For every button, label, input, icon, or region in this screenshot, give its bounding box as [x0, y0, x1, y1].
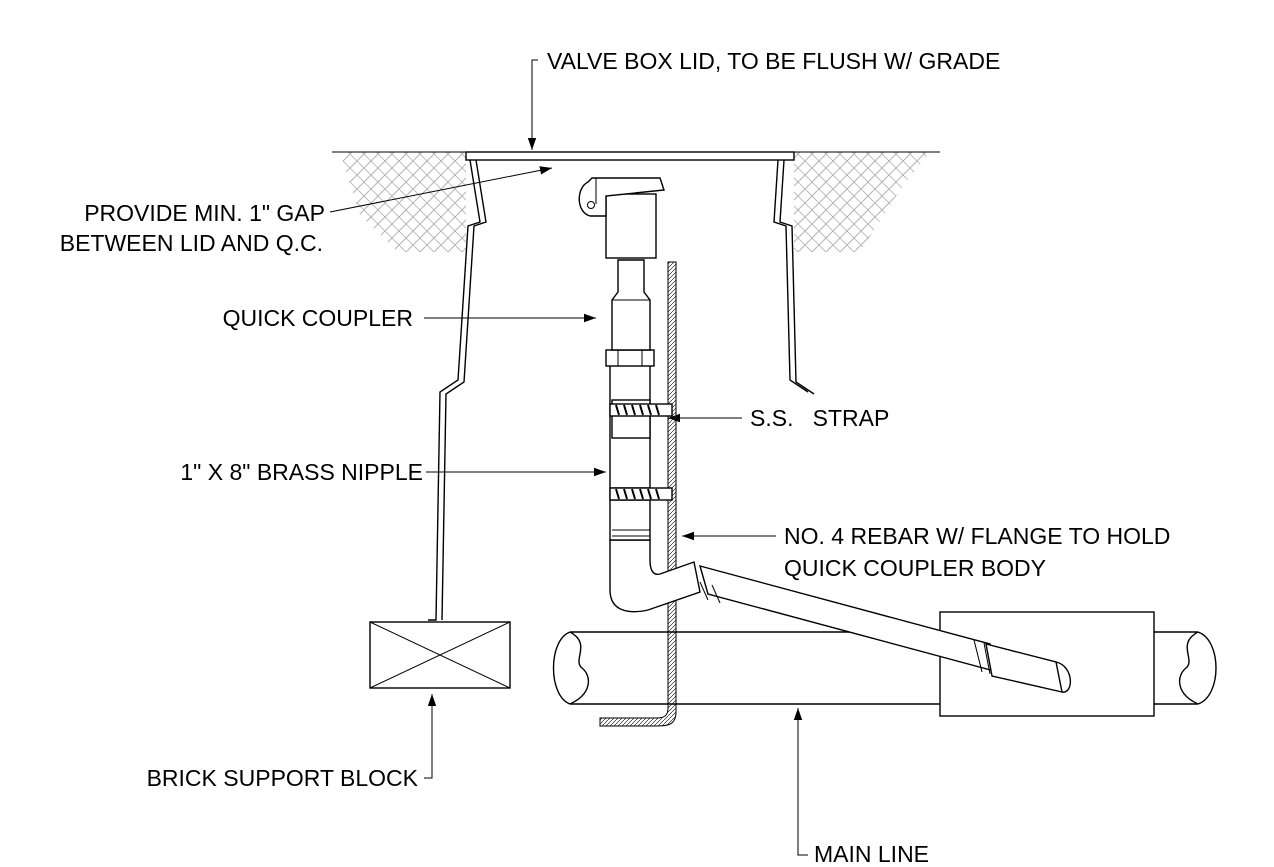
ss-strap-upper [609, 403, 673, 417]
quick-coupler [578, 177, 665, 367]
label-brass-nipple: 1" X 8" BRASS NIPPLE [180, 459, 423, 485]
label-gap-line1: PROVIDE MIN. 1" GAP [84, 200, 325, 226]
label-rebar-line2: QUICK COUPLER BODY [784, 555, 1046, 581]
brass-nipple [609, 363, 651, 541]
label-main-line: MAIN LINE [814, 841, 929, 867]
ss-strap-lower [609, 487, 673, 501]
label-gap-line2: BETWEEN LID AND Q.C. [60, 230, 323, 256]
rebar [599, 261, 677, 727]
label-rebar-line1: NO. 4 REBAR W/ FLANGE TO HOLD [784, 523, 1170, 549]
valve-box-lid [465, 151, 795, 161]
swing-joint [609, 539, 1071, 693]
valve-box-right-wall [773, 159, 815, 395]
soil-hatching [340, 152, 930, 252]
label-brick-support: BRICK SUPPORT BLOCK [147, 765, 419, 791]
valve-box-left-wall [428, 159, 487, 621]
label-valve-box-lid: VALVE BOX LID, TO BE FLUSH W/ GRADE [547, 48, 1000, 74]
brick-support-block [369, 621, 511, 689]
label-quick-coupler: QUICK COUPLER [223, 305, 413, 331]
leader-lines [329, 59, 808, 856]
label-ss-strap: S.S. STRAP [750, 405, 889, 431]
